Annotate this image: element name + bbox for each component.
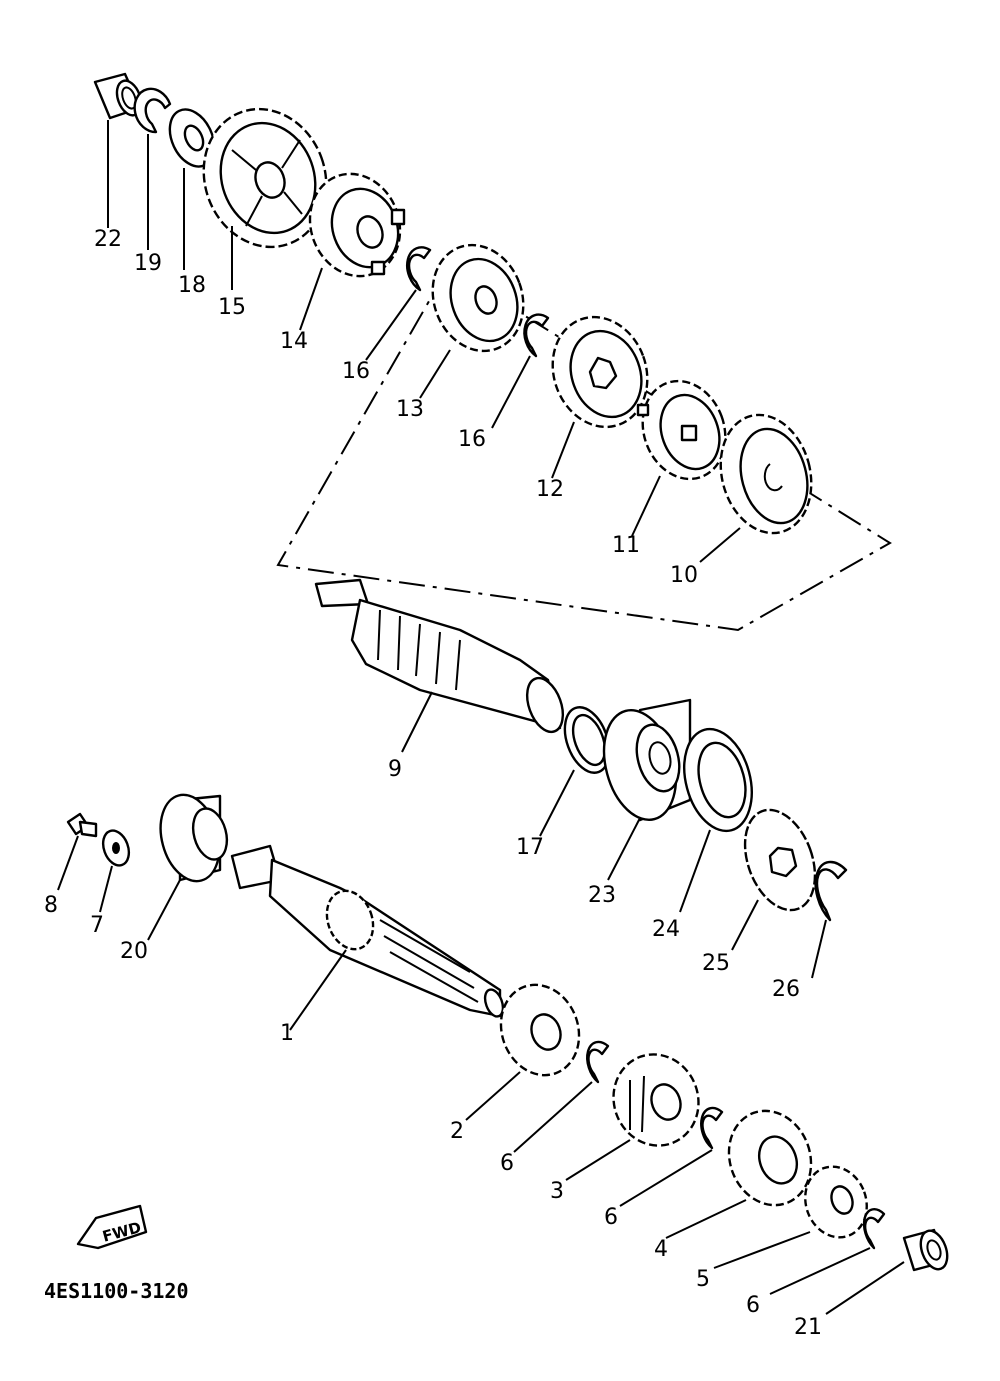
callout-14: 14 [280, 329, 308, 354]
part-15-gear [202, 107, 328, 249]
part-25-sprocket [743, 808, 817, 912]
part-11-gear [636, 379, 727, 481]
callout-1: 1 [280, 1021, 294, 1046]
callout-16-lower: 16 [458, 427, 486, 452]
callout-23: 23 [588, 883, 616, 908]
callout-19: 19 [134, 251, 162, 276]
callout-24: 24 [652, 917, 680, 942]
part-6-circlip-a [586, 1040, 610, 1084]
part-16-circlip-upper [405, 246, 432, 292]
leader-lines [57, 120, 905, 1315]
part-3-gear [612, 1053, 700, 1147]
part-24-seal [683, 727, 753, 833]
part-17-ring [563, 706, 611, 774]
callout-9: 9 [388, 757, 402, 782]
part-1-shaft [230, 844, 505, 1018]
callout-26: 26 [772, 977, 800, 1002]
callout-13: 13 [396, 397, 424, 422]
callout-3: 3 [550, 1179, 564, 1204]
callout-12: 12 [536, 477, 564, 502]
part-20-bearing [159, 793, 229, 883]
callout-15: 15 [218, 295, 246, 320]
part-7-washer [101, 829, 131, 867]
callout-6-b: 6 [604, 1205, 618, 1230]
part-5-gear [804, 1165, 868, 1239]
part-4-gear [727, 1109, 813, 1207]
diagram-part-code: 4ES1100-3120 [44, 1279, 189, 1303]
part-16-circlip-lower [523, 313, 550, 358]
fwd-arrow-icon: FWD [76, 1204, 148, 1250]
part-26-circlip [814, 860, 848, 922]
part-19-circlip [133, 87, 172, 134]
part-6-circlip-c [862, 1208, 886, 1250]
callout-6-c: 6 [746, 1293, 760, 1318]
part-6-circlip-b [700, 1106, 724, 1150]
callout-25: 25 [702, 951, 730, 976]
callout-7: 7 [90, 913, 104, 938]
callout-2: 2 [450, 1119, 464, 1144]
part-10-gear [719, 413, 813, 535]
callout-10: 10 [670, 563, 698, 588]
callout-11: 11 [612, 533, 640, 558]
part-8-bolt [66, 812, 98, 838]
part-21-needle-bearing [902, 1228, 949, 1272]
part-13-gear [431, 243, 525, 353]
callout-22: 22 [94, 227, 122, 252]
part-9-shaft [314, 578, 565, 734]
part-18-washer [168, 108, 216, 168]
part-23-bearing [602, 698, 692, 822]
callout-4: 4 [654, 1237, 668, 1262]
part-2-gear [499, 983, 581, 1077]
callout-21: 21 [794, 1315, 822, 1340]
callout-18: 18 [178, 273, 206, 298]
part-14-gear [308, 172, 406, 278]
part-12-gear [551, 315, 649, 429]
callout-17: 17 [516, 835, 544, 860]
callout-8: 8 [44, 893, 58, 918]
callout-20: 20 [120, 939, 148, 964]
callout-6-a: 6 [500, 1151, 514, 1176]
callout-5: 5 [696, 1267, 710, 1292]
callout-16-upper: 16 [342, 359, 370, 384]
